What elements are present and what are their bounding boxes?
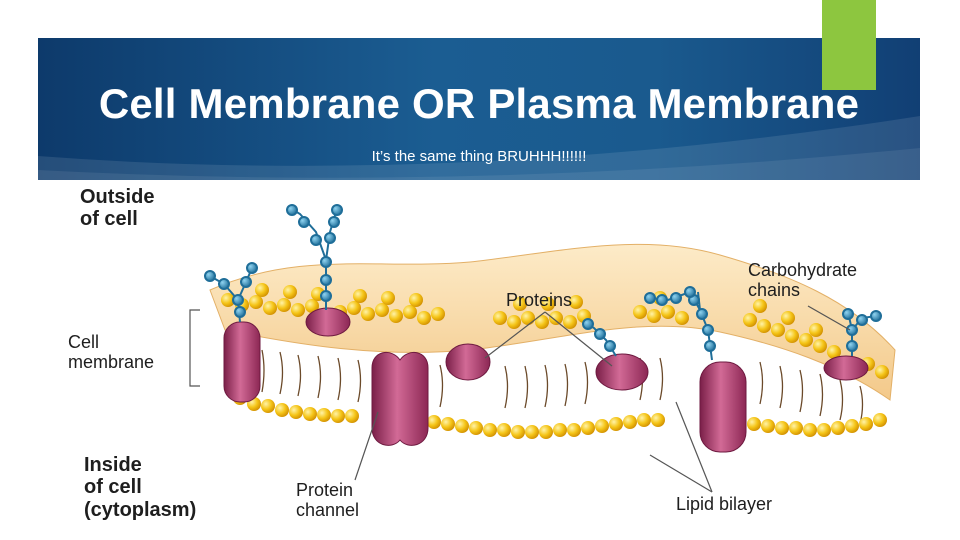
banner-sheen — [38, 116, 920, 180]
carbohydrate-chains — [204, 204, 882, 361]
cell-membrane-label: Cell membrane — [68, 332, 154, 372]
cell-membrane-line-2: membrane — [68, 352, 155, 373]
slide-subtitle: It’s the same thing BRUHHH!!!!!! — [371, 148, 587, 165]
phospholipid-heads-upper — [221, 283, 889, 379]
outside-line-1: Outside — [80, 186, 155, 208]
lipid-bilayer-label: Lipid bilayer — [676, 494, 773, 514]
slide-title: Cell Membrane OR Plasma Membrane — [98, 80, 860, 127]
inside-line-3: (cytoplasm) — [84, 498, 197, 521]
outside-of-cell-label: Outside of cell — [80, 186, 154, 231]
label-pointer-lines — [189, 305, 851, 493]
protein-channel-line-2: channel — [296, 500, 360, 521]
title-banner — [38, 38, 920, 180]
inside-of-cell-label: Inside of cell (cytoplasm) — [84, 454, 196, 521]
accent-tab — [822, 0, 876, 90]
cell-membrane-line-1: Cell — [68, 332, 100, 352]
carbohydrate-line-2: chains — [748, 280, 801, 301]
carbohydrate-chains-label: Carbohydrate chains — [748, 260, 857, 300]
protein-channel-label: Protein channel — [296, 480, 359, 520]
inside-line-1: Inside — [84, 454, 142, 476]
inside-line-2: of cell — [84, 476, 142, 499]
carbohydrate-line-1: Carbohydrate — [748, 260, 858, 280]
proteins-label: Proteins — [506, 290, 573, 310]
membrane-proteins — [223, 307, 869, 453]
protein-channel-line-1: Protein — [296, 480, 354, 500]
outside-line-2: of cell — [80, 208, 138, 231]
phospholipid-heads-lower — [233, 391, 887, 439]
